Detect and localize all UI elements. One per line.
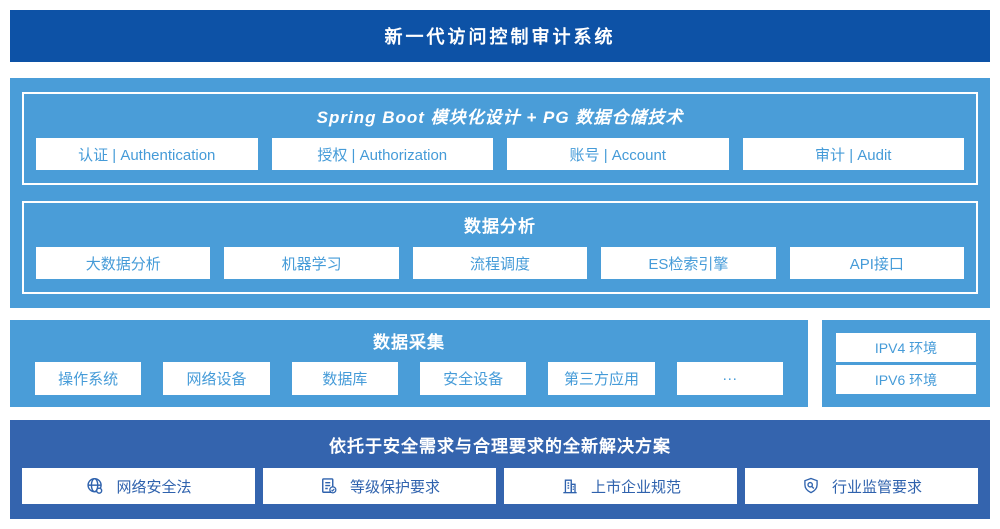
source-box-network-device: 网络设备 <box>163 362 270 395</box>
building-icon <box>560 476 580 496</box>
module-box-account: 账号 | Account <box>507 138 729 170</box>
solution-box-row: 网络安全法 等级保护要求 <box>10 468 990 504</box>
springboot-title: Spring Boot 模块化设计 + PG 数据仓储技术 <box>316 108 684 127</box>
collection-panel: 数据采集 操作系统 网络设备 数据库 安全设备 第三方应用 ··· <box>10 320 808 407</box>
diagram-title-banner: 新一代访问控制审计系统 <box>10 10 990 62</box>
globe-icon <box>85 476 105 496</box>
analysis-box-ml: 机器学习 <box>224 247 399 279</box>
source-box-os: 操作系统 <box>35 362 142 395</box>
solution-box-classified-protection: 等级保护要求 <box>263 468 496 504</box>
solution-label: 等级保护要求 <box>349 478 440 496</box>
solution-box-industry-regulation: 行业监管要求 <box>745 468 978 504</box>
solution-box-cybersecurity-law: 网络安全法 <box>22 468 255 504</box>
source-box-thirdparty: 第三方应用 <box>548 362 655 395</box>
source-box-ellipsis: ··· <box>676 362 783 395</box>
analysis-box-workflow: 流程调度 <box>412 247 588 279</box>
env-box-ipv6: IPV6 环境 <box>836 365 976 394</box>
analysis-box-bigdata: 大数据分析 <box>36 247 211 279</box>
springboot-subpanel: Spring Boot 模块化设计 + PG 数据仓储技术 认证 | Authe… <box>22 92 978 185</box>
analysis-box-es: ES检索引擎 <box>601 247 776 279</box>
env-box-ipv4: IPV4 环境 <box>836 333 976 362</box>
platform-panel: Spring Boot 模块化设计 + PG 数据仓储技术 认证 | Authe… <box>10 78 990 308</box>
module-box-authentication: 认证 | Authentication <box>36 138 258 170</box>
springboot-box-row: 认证 | Authentication 授权 | Authorization 账… <box>24 138 976 170</box>
analysis-title: 数据分析 <box>464 217 536 236</box>
environment-panel: IPV4 环境 IPV6 环境 <box>822 320 990 407</box>
analysis-box-row: 大数据分析 机器学习 流程调度 ES检索引擎 API接口 <box>24 247 976 279</box>
analysis-box-api: API接口 <box>789 247 965 279</box>
solution-panel: 依托于安全需求与合理要求的全新解决方案 网络安全法 <box>10 420 990 519</box>
solution-title: 依托于安全需求与合理要求的全新解决方案 <box>329 437 671 456</box>
source-box-security-device: 安全设备 <box>419 362 527 395</box>
solution-label: 行业监管要求 <box>831 478 922 496</box>
analysis-subpanel: 数据分析 大数据分析 机器学习 流程调度 ES检索引擎 API接口 <box>22 201 978 294</box>
solution-label: 上市企业规范 <box>590 478 681 496</box>
module-box-audit: 审计 | Audit <box>742 138 964 170</box>
module-box-authorization: 授权 | Authorization <box>271 138 493 170</box>
middle-row: 数据采集 操作系统 网络设备 数据库 安全设备 第三方应用 ··· IPV4 环… <box>10 320 990 407</box>
collection-box-row: 操作系统 网络设备 数据库 安全设备 第三方应用 ··· <box>10 362 808 395</box>
shield-search-icon <box>801 476 821 496</box>
collection-title: 数据采集 <box>373 333 445 352</box>
solution-box-listed-company: 上市企业规范 <box>504 468 737 504</box>
solution-label: 网络安全法 <box>116 478 192 496</box>
source-box-database: 数据库 <box>291 362 398 395</box>
document-check-icon <box>319 476 339 496</box>
diagram-title: 新一代访问控制审计系统 <box>384 27 616 47</box>
